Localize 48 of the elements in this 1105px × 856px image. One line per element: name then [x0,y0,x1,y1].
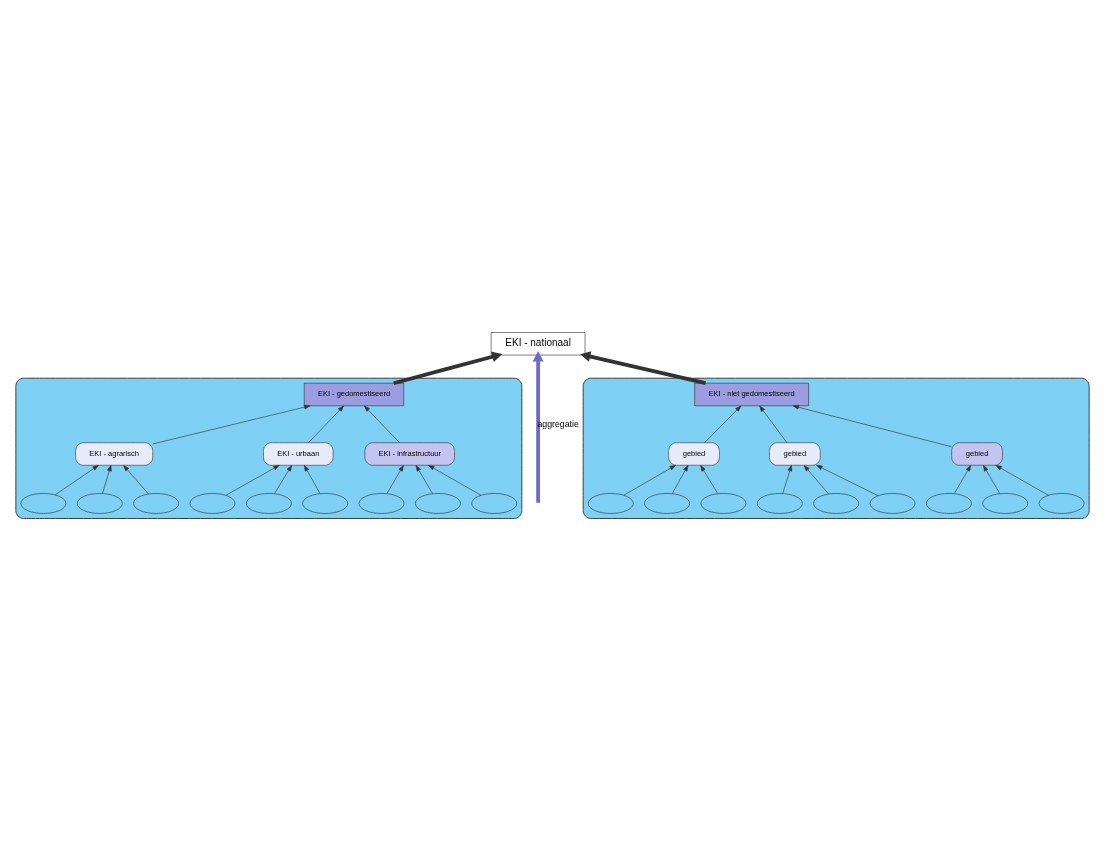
arrow [364,405,400,443]
node-ellipse [245,493,292,514]
arrow [274,465,292,494]
node-ellipse [358,493,405,514]
arrow [671,465,689,494]
arrow [803,465,829,495]
node-ellipse [133,493,179,514]
node-ellipse [644,493,690,514]
arrow [954,465,972,494]
cluster [15,377,523,519]
node-ellipse [813,493,860,514]
arrow [225,465,280,496]
node-box: EKI - nationaal [490,332,586,356]
arrow [54,465,99,496]
arrow [816,465,879,497]
arrow [580,351,706,386]
arrow [152,404,311,445]
arrow [782,465,793,494]
node-ellipse [587,493,634,514]
arrow [428,465,482,496]
arrow [415,465,433,494]
arrow [303,465,321,494]
arrow [623,464,676,496]
arrow [759,405,788,443]
node-ellipse [471,493,518,514]
node-ellipse [1038,493,1085,514]
arrow [532,351,544,503]
arrow [792,405,952,448]
cluster [582,377,1090,519]
node-ellipse [189,493,236,514]
node-ellipse [756,493,803,514]
arrow [995,465,1049,496]
arrow [983,465,1001,494]
node-ellipse [926,493,972,514]
arrow [386,465,404,494]
node-ellipse [700,493,747,514]
node-ellipse [302,493,349,514]
node-ellipse [869,493,916,514]
arrow [393,351,503,385]
arrow [308,405,344,443]
arrow [704,405,742,443]
node-ellipse [76,493,123,514]
arrow [102,465,112,494]
arrow [700,465,719,494]
node-ellipse [20,493,67,514]
arrow [123,465,149,495]
node-ellipse [982,493,1029,514]
node-ellipse [415,493,461,514]
